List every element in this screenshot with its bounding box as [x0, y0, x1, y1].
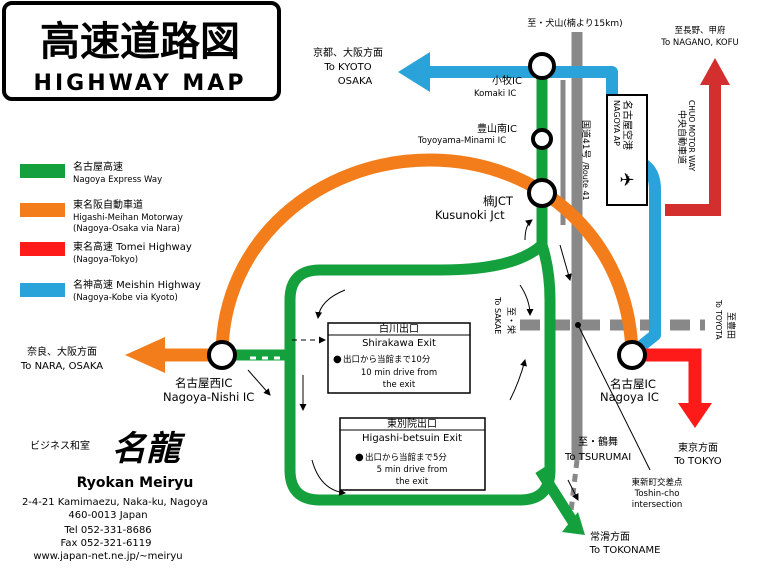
airport-jp: 名古屋空港	[621, 100, 634, 150]
chuo-arrowhead	[700, 58, 730, 85]
bullet-icon: ●	[355, 452, 364, 463]
kusunoki-jp: 楠JCT	[483, 194, 514, 208]
airplane-icon: ✈	[619, 170, 634, 191]
interchange-kusunoki	[527, 178, 557, 208]
title-jp: 高速道路図	[40, 19, 240, 65]
interchange-nagoya	[617, 340, 647, 370]
hotel-address2: 460-0013 Japan	[68, 510, 147, 521]
komaki-en: Komaki IC	[474, 89, 516, 99]
legend-swatch-blue	[20, 283, 65, 297]
toshincho-en1: Toshin-cho	[634, 489, 680, 499]
toyota-jp: 至豊田	[725, 312, 737, 339]
toyoyama-jp: 豊山南IC	[477, 122, 517, 135]
meihan-route	[215, 153, 639, 356]
legend-orange-jp: 東名阪自動車道	[73, 198, 143, 211]
hotel-website[interactable]: www.japan-net.ne.jp/~meiryu	[33, 551, 182, 562]
kyoto-jp: 京都、大阪方面	[313, 46, 383, 59]
shirakawa-exit-box: 白川出口 Shirakawa Exit ● 出口から当館まで10分 10 min…	[327, 322, 471, 394]
route41-jp: 国道41号	[580, 120, 592, 158]
hotel-tag: ビジネス和室	[30, 439, 90, 452]
nagano-jp: 至長野、甲府	[674, 25, 726, 36]
shirakawa-walk-jp: 出口から当館まで10分	[343, 354, 431, 365]
meishin-arrowhead	[398, 52, 430, 92]
komaki-jp: 小牧IC	[492, 74, 522, 87]
legend-red-en: (Nagoya-Tokyo)	[73, 255, 138, 265]
tokyo-en: To TOKYO	[673, 456, 721, 467]
toyoyama-en: Toyoyama-Minami IC	[417, 136, 506, 146]
toshincho-jp: 東新町交差点	[631, 477, 683, 488]
chuo-motorway	[665, 80, 721, 216]
tokoname-en: To TOKONAME	[589, 545, 661, 556]
legend-blue-jp: 名神高速 Meishin Highway	[73, 278, 201, 291]
higashi-en: Higashi-betsuin Exit	[362, 433, 462, 444]
tsurumai-en: To TSURUMAI	[564, 452, 631, 463]
hotel-logo: 名龍	[112, 429, 186, 469]
hotel-name-en: Ryokan Meiryu	[77, 475, 194, 491]
tsurumai-jp: 至・鶴舞	[578, 435, 618, 448]
nagoya-ic-jp: 名古屋IC	[610, 377, 656, 391]
airport-box: 名古屋空港 NAGOYA AP ✈	[606, 94, 648, 206]
nishi-jp: 名古屋西IC	[175, 376, 232, 390]
legend-orange-en2: (Nagoya-Osaka via Nara)	[73, 224, 180, 234]
tokyo-jp: 東京方面	[678, 441, 718, 454]
legend-swatch-green	[20, 164, 65, 178]
legend-swatch-red	[20, 242, 65, 256]
airport-en: NAGOYA AP	[612, 100, 621, 146]
title-box: 高速道路図 HIGHWAY MAP	[2, 1, 281, 101]
sakae-jp: 至・栄	[505, 307, 517, 334]
tokoname-jp: 常滑方面	[590, 530, 630, 543]
nagano-en: To NAGANO, KOFU	[660, 38, 738, 48]
title-en: HIGHWAY MAP	[34, 71, 247, 96]
hotel-info: ビジネス和室 名龍 Ryokan Meiryu 2-4-21 Kamimaezu…	[22, 429, 208, 562]
higashi-walk-en2: the exit	[396, 477, 429, 487]
nagoya-ic-en: Nagoya IC	[600, 390, 659, 404]
shirakawa-walk-en2: the exit	[383, 380, 416, 390]
tomei-arrowhead	[678, 403, 712, 428]
legend-orange-en: Higashi-Meihan Motorway	[73, 213, 183, 223]
interchange-komaki	[528, 52, 556, 80]
legend: 名古屋高速 Nagoya Express Way 東名阪自動車道 Higashi…	[20, 160, 201, 303]
hotel-address1: 2-4-21 Kamimaezu, Naka-ku, Nagoya	[22, 497, 208, 508]
higashi-walk-en1: 5 min drive from	[377, 465, 448, 475]
chuo-en: CHUO MOTOR WAY	[687, 100, 696, 172]
shirakawa-en: Shirakawa Exit	[362, 338, 436, 349]
hotel-tel: Tel 052-331-8686	[63, 525, 151, 536]
inuyama-label: 至・犬山(楠より15km)	[527, 17, 622, 29]
toyota-en: To TOYOTA	[714, 299, 723, 340]
tokoname-arrowhead	[562, 512, 585, 535]
chuo-jp: 中央自動車道	[676, 110, 688, 164]
shirakawa-walk-en1: 10 min drive from	[361, 368, 437, 378]
legend-swatch-orange	[20, 203, 65, 217]
meihan-arrowhead	[125, 337, 165, 373]
kyoto-en2: OSAKA	[338, 76, 373, 87]
legend-green-jp: 名古屋高速	[73, 160, 123, 173]
hotel-fax: Fax 052-321-6119	[61, 538, 152, 549]
flow-arrows	[247, 219, 579, 501]
nara-en: To NARA, OSAKA	[20, 361, 103, 372]
shirakawa-jp: 白川出口	[379, 322, 419, 335]
legend-red-jp: 東名高速 Tomei Highway	[73, 240, 192, 253]
interchange-toyoyama	[531, 128, 553, 150]
legend-green-en: Nagoya Express Way	[73, 175, 162, 185]
kyoto-en1: To KYOTO	[323, 62, 371, 73]
bullet-icon: ●	[333, 354, 342, 365]
higashi-walk-jp: 出口から当館まで5分	[365, 452, 447, 463]
legend-blue-en: (Nagoya-Kobe via Kyoto)	[73, 293, 178, 303]
higashi-jp: 東別院出口	[387, 417, 437, 430]
nara-jp: 奈良、大阪方面	[27, 345, 97, 358]
sakae-en: To SAKAE	[493, 296, 502, 334]
route41-en: /Route 41	[581, 162, 590, 201]
toshincho-en2: intersection	[632, 500, 682, 510]
nishi-en: Nagoya-Nishi IC	[163, 390, 254, 404]
interchange-nishi	[207, 340, 237, 370]
kusunoki-en: Kusunoki Jct	[435, 208, 505, 222]
tomei-route	[632, 348, 702, 405]
higashibetsuin-exit-box: 東別院出口 Higashi-betsuin Exit ● 出口から当館まで5分 …	[339, 417, 486, 491]
